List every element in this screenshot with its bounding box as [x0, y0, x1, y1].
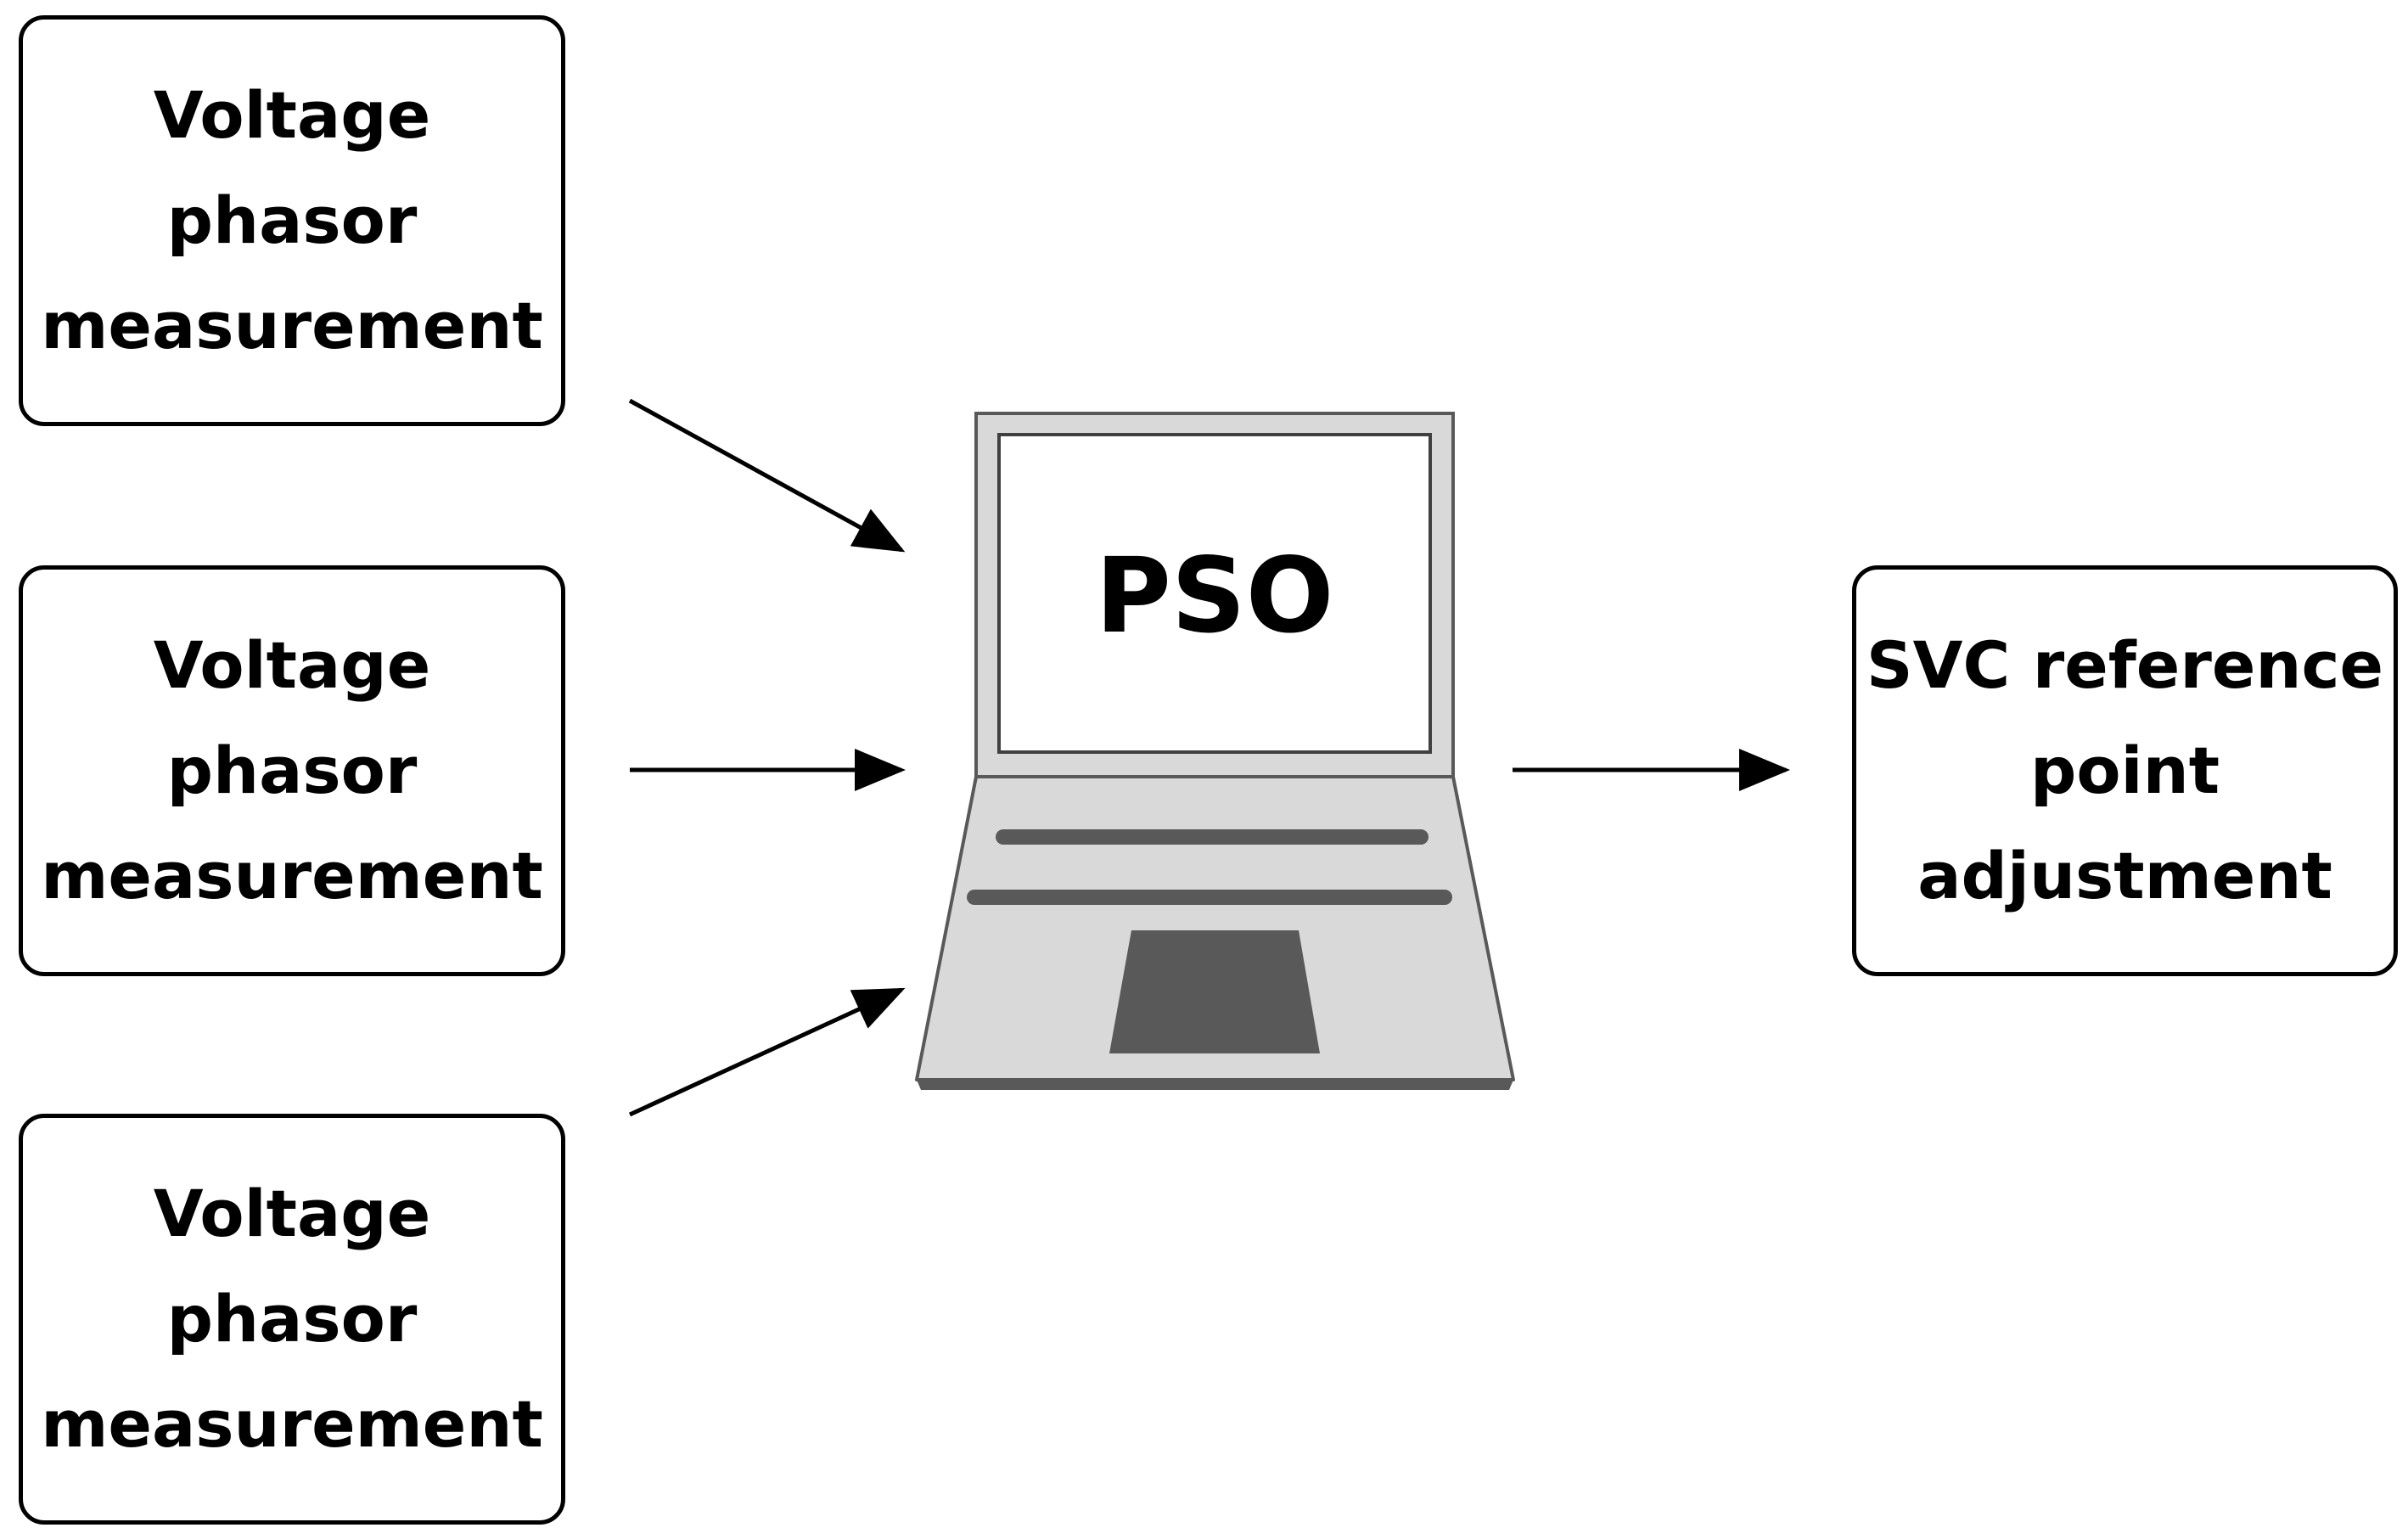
- input-box-2-line-3: measurement: [41, 838, 543, 913]
- input-box-2-line-1: Voltage: [153, 627, 431, 703]
- input-box-1-line-2: phasor: [166, 183, 418, 258]
- arrow-input-1-to-pso: [628, 398, 906, 553]
- output-box-line-2: point: [2029, 733, 2220, 808]
- input-box-3-line-1: Voltage: [153, 1176, 431, 1251]
- laptop-touchpad: [1109, 930, 1320, 1053]
- input-box-1-line-3: measurement: [41, 288, 543, 363]
- output-box-line-1: SVC reference: [1866, 627, 2384, 703]
- laptop-base: [915, 775, 1515, 1081]
- input-box-1-line-1: Voltage: [153, 77, 431, 153]
- input-box-3-line-2: phasor: [166, 1281, 418, 1356]
- input-box-voltage-phasor-measurement-3: Voltage phasor measurement: [19, 1114, 565, 1525]
- laptop-screen: [997, 433, 1432, 754]
- arrow-input-3-to-pso: [628, 987, 906, 1117]
- pso-label: PSO: [1096, 536, 1334, 656]
- input-box-voltage-phasor-measurement-2: Voltage phasor measurement: [19, 565, 565, 976]
- input-box-2-line-2: phasor: [166, 733, 418, 808]
- output-box-line-3: adjustment: [1917, 838, 2332, 913]
- laptop-base-shadow: [917, 1080, 1513, 1090]
- input-box-3-line-3: measurement: [41, 1386, 543, 1462]
- input-box-voltage-phasor-measurement-1: Voltage phasor measurement: [19, 15, 565, 426]
- laptop-icon: PSO: [915, 412, 1515, 1090]
- output-box-svc-reference-point-adjustment: SVC reference point adjustment: [1852, 565, 2398, 976]
